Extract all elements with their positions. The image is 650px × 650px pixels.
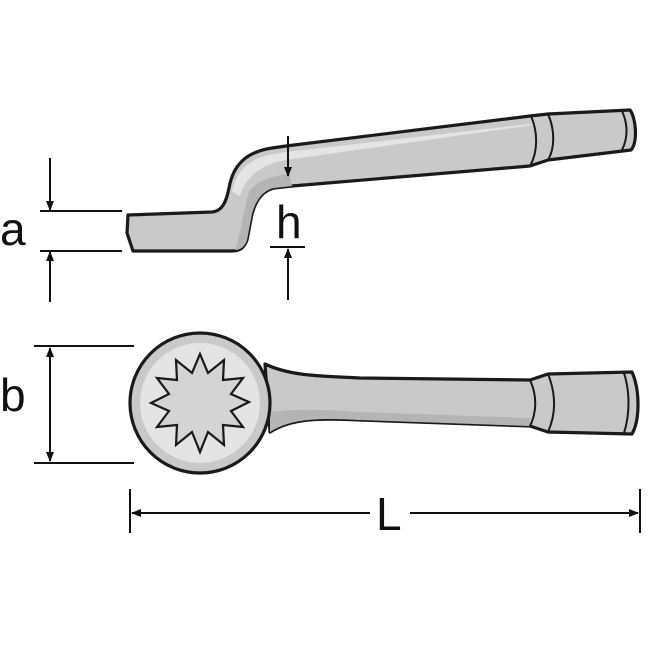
wrench-top-view <box>128 331 640 475</box>
label-L: L <box>376 488 402 540</box>
dimension-L: L <box>129 488 641 540</box>
label-h: h <box>276 196 302 248</box>
dimension-a: a <box>0 158 122 302</box>
dimension-h: h <box>270 136 305 300</box>
twelve-point-opening-icon <box>148 351 252 455</box>
label-a: a <box>0 203 26 255</box>
dimension-b: b <box>0 345 134 464</box>
wrench-side-view <box>125 108 637 253</box>
label-b: b <box>0 369 26 421</box>
